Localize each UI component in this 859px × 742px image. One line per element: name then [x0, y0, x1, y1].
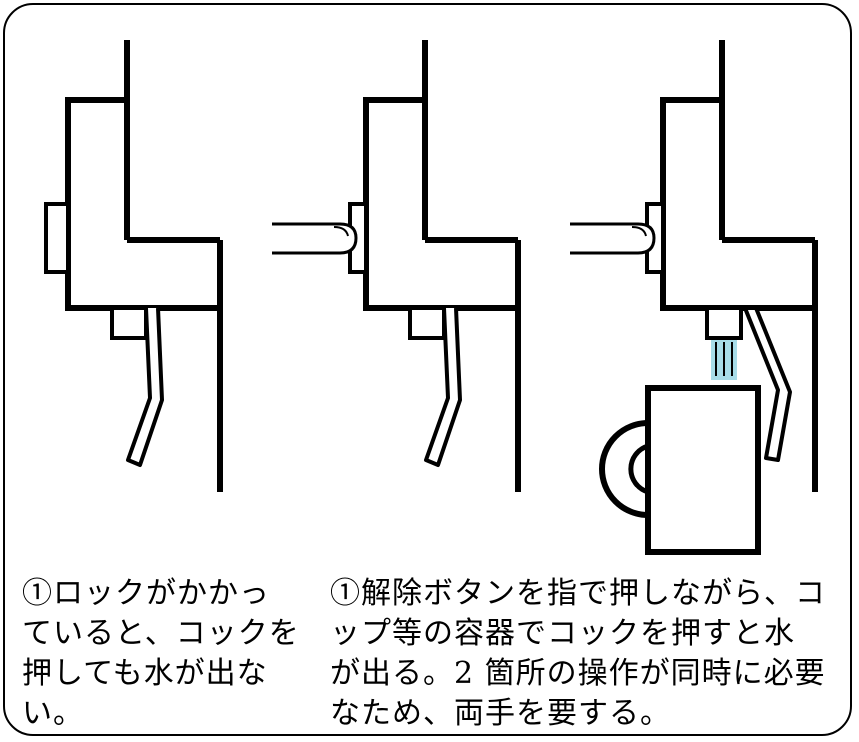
cock-lever [126, 307, 164, 467]
unlock-button [44, 202, 70, 274]
cup-handle-inner [628, 443, 649, 495]
cup [645, 385, 761, 555]
cock-lever-pushed [743, 306, 792, 462]
caption-dispensing: ①解除ボタンを指で押しながら、コ ップ等の容器でコックを押すと水 が出る。2 箇… [330, 574, 826, 734]
panel-press-button [272, 40, 521, 492]
fingernail [631, 226, 647, 237]
finger [272, 222, 358, 255]
spout [705, 306, 743, 340]
caption-line: い。 [22, 696, 84, 731]
spout [408, 306, 446, 340]
cock-lever [424, 307, 462, 467]
caption-line: ていると、コックを [22, 616, 300, 651]
caption-line: ップ等の容器でコックを押すと水 [330, 616, 795, 651]
caption-line: ①ロックがかかっ [22, 576, 270, 611]
cup-handle [599, 420, 649, 518]
dispenser-body [363, 97, 518, 311]
fingernail [333, 226, 349, 237]
caption-line: ①解除ボタンを指で押しながら、コ [330, 576, 826, 611]
panel-locked [44, 40, 223, 492]
spout [110, 306, 148, 340]
finger [570, 222, 656, 255]
dispenser-body [65, 97, 220, 311]
caption-line: 押しても水が出な [22, 656, 268, 691]
caption-line: なため、両手を要する。 [330, 696, 671, 731]
caption-line: が出る。2 箇所の操作が同時に必要 [330, 656, 826, 691]
panel-dispensing [570, 40, 818, 555]
dispenser-body [660, 97, 815, 311]
caption-locked: ①ロックがかかっ ていると、コックを 押しても水が出な い。 [22, 574, 300, 734]
water-lines [715, 342, 733, 376]
